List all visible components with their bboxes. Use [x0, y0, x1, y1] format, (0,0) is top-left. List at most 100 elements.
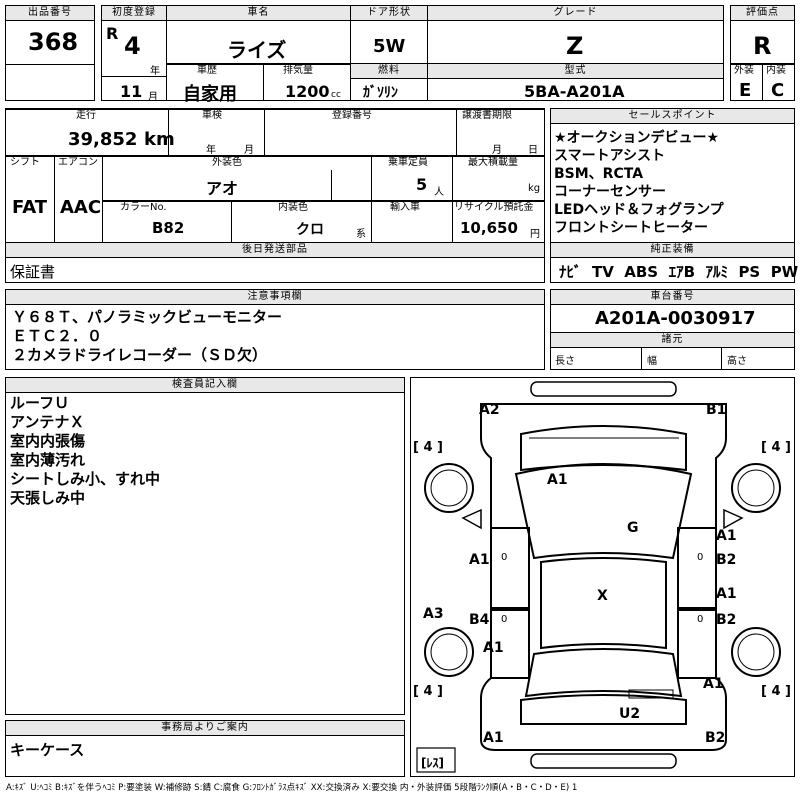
lot-number-label: 出品番号	[6, 6, 94, 21]
inspector-line: シートしみ小、すれ中	[10, 470, 161, 488]
interior-color-label: 内装色	[278, 202, 308, 213]
inspector-notes: ルーフＵ アンテナＸ 室内内張傷 室内薄汚れ シートしみ小、すれ中 天張しみ中	[10, 394, 160, 508]
equipment-label: 純正装備	[551, 243, 794, 258]
first-reg-label: 初度登録	[102, 6, 166, 21]
note-line: Ｙ６８Ｔ、パノラミックビューモニター	[12, 308, 283, 326]
color-number: B82	[152, 219, 185, 237]
damage-mark: A1	[483, 730, 504, 746]
displacement-label: 排気量	[283, 65, 313, 76]
equip-item: ABS	[624, 263, 659, 281]
color-label: 外装色	[212, 157, 242, 168]
damage-mark: A1	[716, 586, 737, 602]
aircon: AAC	[60, 197, 102, 218]
damage-mark: A1	[483, 640, 504, 656]
width-label: 幅	[647, 356, 657, 367]
recycle-label: リサイクル預託金	[454, 202, 534, 213]
inspector-line: 室内内張傷	[10, 432, 86, 450]
damage-mark: A1	[716, 528, 737, 544]
inspector-label: 検査員記入欄	[6, 378, 404, 393]
zero-mark: 0	[501, 614, 508, 625]
sales-point: コーナーセンサー	[554, 184, 666, 200]
overall-rating: R	[753, 32, 772, 60]
displacement: 1200	[285, 82, 330, 101]
damage-mark: A1	[703, 676, 724, 692]
inspector-line: アンテナＸ	[10, 413, 85, 431]
notes-label: 注意事項欄	[6, 290, 544, 305]
inspection-label: 車検	[202, 110, 222, 121]
grade-box: グレード Z 型式 5BA-A201A	[427, 5, 724, 101]
note-line: ２カメラドライレコーダー（ＳＤ欠）	[12, 346, 268, 364]
chassis-label: 車台番号	[551, 290, 794, 305]
recycle-fee: 10,650	[460, 219, 518, 237]
damage-mark: A2	[479, 402, 500, 418]
door-label: ドア形状	[351, 6, 427, 21]
damage-mark: X	[597, 588, 608, 604]
model-code: 5BA-A201A	[524, 82, 625, 101]
load-label: 最大積載量	[468, 157, 518, 168]
ac-label: エアコン	[58, 157, 98, 168]
equip-item: PS	[738, 263, 761, 281]
damage-mark: B2	[705, 730, 726, 746]
chassis-number: A201A-0030917	[595, 308, 756, 329]
zero-mark: 0	[697, 552, 704, 563]
chassis-box: 車台番号 A201A-0030917 諸元 長さ 幅 高さ	[550, 289, 795, 370]
sales-point: BSM、RCTA	[554, 166, 644, 182]
inspector-box: 検査員記入欄 ルーフＵ アンテナＸ 室内内張傷 室内薄汚れ シートしみ小、すれ中…	[5, 377, 405, 715]
grade-label: グレード	[428, 6, 723, 21]
mileage-label: 走行	[76, 110, 96, 121]
equip-item: PW	[770, 263, 799, 281]
notes-box: 注意事項欄 Ｙ６８Ｔ、パノラミックビューモニター ＥＴＣ２．０ ２カメラドライレ…	[5, 289, 545, 370]
vehicle-details-box: 走行 車検 登録番号 譲渡書期限 39,852 km 年 月 月 日 シフト エ…	[5, 108, 545, 283]
sales-point: フロントシートヒーター	[554, 220, 708, 236]
damage-diagram: A2 B1 A1 G A1 A1 B2 A1 B2 X A3 B4 A1 A1 …	[410, 377, 795, 777]
damage-mark: A3	[423, 606, 444, 622]
legend-footer: A:ｷｽﾞ U:ﾍｺﾐ B:ｷｽﾞを伴うﾍｺﾐ P:要塗装 W:補修跡 S:錆 …	[6, 783, 578, 793]
grade: Z	[566, 32, 584, 60]
door-box: ドア形状 5W 燃料 ｶﾞｿﾘﾝ	[350, 5, 428, 101]
tire-rating: [ 4 ]	[761, 684, 791, 699]
rating-label: 評価点	[731, 6, 794, 21]
fuel: ｶﾞｿﾘﾝ	[363, 85, 398, 101]
transfer-label: 譲渡書期限	[462, 110, 512, 121]
shift-label: シフト	[10, 157, 40, 168]
fuel-label: 燃料	[351, 64, 427, 79]
regno-label: 登録番号	[332, 110, 372, 121]
note-line: ＥＴＣ２．０	[12, 327, 103, 345]
damage-mark: B2	[716, 552, 737, 568]
equip-item: ﾅﾋﾞ	[559, 263, 582, 281]
lot-number-box: 出品番号 368	[5, 5, 95, 101]
equip-item: ｱﾙﾐ	[705, 263, 728, 281]
length-label: 長さ	[555, 356, 575, 367]
sales-point: ★オークションデビュー★	[554, 130, 720, 146]
damage-mark: B2	[716, 612, 737, 628]
import-label: 輸入車	[390, 202, 420, 213]
exterior-rating: E	[739, 80, 752, 101]
tire-rating: [ 4 ]	[761, 440, 791, 455]
shift: FAT	[12, 197, 48, 218]
damage-mark: G	[627, 520, 639, 536]
capacity: 5	[416, 175, 428, 194]
sales-points-label: セールスポイント	[551, 109, 794, 124]
damage-mark: B1	[706, 402, 727, 418]
sales-points-list: ★オークションデビュー★ スマートアシスト BSM、RCTA コーナーセンサー …	[554, 129, 724, 237]
sales-points-box: セールスポイント ★オークションデビュー★ スマートアシスト BSM、RCTA …	[550, 108, 798, 283]
capacity-label: 乗車定員	[388, 157, 428, 168]
office-box: 事務局よりご案内 キーケース	[5, 720, 405, 777]
zero-mark: 0	[697, 614, 704, 625]
inspector-line: ルーフＵ	[10, 394, 70, 412]
height-label: 高さ	[727, 356, 747, 367]
spare-tire: [ﾚｽ]	[421, 756, 444, 770]
tire-rating: [ 4 ]	[413, 684, 443, 699]
later-parts: 保証書	[10, 263, 56, 281]
damage-mark: U2	[619, 706, 641, 722]
interior-rating: C	[771, 80, 785, 101]
car-name-box: 車名 ライズ 車歴 排気量 自家用 1200 cc	[166, 5, 351, 105]
history-label: 車歴	[197, 65, 217, 76]
equipment-list: ﾅﾋﾞ TV ABS ｴｱB ｱﾙﾐ PS PW	[559, 261, 798, 282]
color-no-label: カラーNo.	[120, 202, 167, 213]
tire-rating: [ 4 ]	[413, 440, 443, 455]
interior-label: 内装	[766, 65, 786, 76]
door-shape: 5W	[373, 36, 406, 57]
reg-year: 4	[124, 32, 141, 60]
history: 自家用	[183, 84, 237, 105]
